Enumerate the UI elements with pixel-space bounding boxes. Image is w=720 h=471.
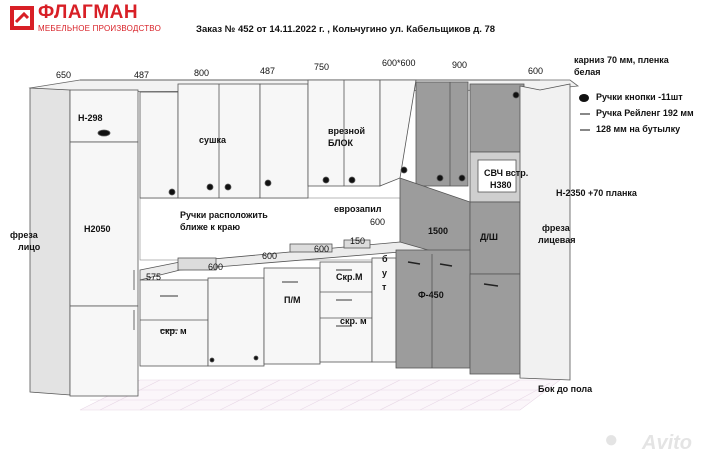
label-freza-face-1: фреза	[10, 230, 38, 240]
avito-watermark: Avito	[642, 432, 692, 454]
label-skr-m-b: скр. м	[160, 326, 187, 336]
legend-rail: Ручка Рейленг 192 мм	[596, 108, 694, 118]
label-freza-front-2: лицевая	[538, 235, 576, 245]
corner-dark-panels	[399, 177, 521, 275]
dim-750: 750	[314, 62, 330, 72]
upper-cabinets	[139, 79, 525, 203]
label-h298: Н-298	[78, 113, 103, 123]
floor-grid	[79, 379, 561, 411]
label-bottle-t: т	[382, 282, 387, 292]
label-side-to-floor: Бок до пола	[538, 384, 593, 394]
label-microwave-1: СВЧ встр.	[484, 168, 529, 178]
dim-600x600: 600*600	[382, 58, 416, 68]
cornice-note: карниз 70 мм, пленка белая	[574, 55, 669, 77]
brand-logo-icon	[10, 6, 34, 30]
label-h2050: Н2050	[84, 224, 111, 234]
label-freza-face-2: лицо	[18, 242, 41, 252]
label-handles-2: ближе к краю	[180, 222, 241, 232]
countertop	[139, 239, 471, 281]
label-freza-front-1: фреза	[542, 223, 570, 233]
label-h2350: Н-2350 +70 планка	[556, 188, 637, 198]
legend-bottle: 128 мм на бутылку	[596, 124, 681, 134]
label-eurozapil: еврозапил	[334, 204, 382, 214]
knob-legend-icon	[579, 94, 589, 102]
label-microwave-2: Н380	[490, 180, 512, 190]
label-bottle-b: б	[382, 254, 388, 264]
label-skr-m-a: Скр.М	[336, 272, 363, 282]
tall-column-left	[29, 87, 139, 397]
brand-name: ФЛАГМАН	[38, 2, 139, 23]
label-dsh: Д/Ш	[480, 232, 498, 242]
dim-600-eurozapil: 600	[370, 217, 386, 227]
label-skr-m-c: скр. м	[340, 316, 367, 326]
label-handles-1: Ручки расположить	[180, 210, 268, 220]
label-built-in-1: врезной	[328, 126, 365, 136]
label-pm: П/М	[284, 295, 301, 305]
label-bottle-u: у	[382, 268, 388, 278]
brand-subtitle: МЕБЕЛЬНОЕ ПРОИЗВОДСТВО	[38, 24, 161, 33]
dim-900: 900	[452, 60, 468, 70]
avito-watermark-icon: ●	[604, 426, 619, 453]
dim-650: 650	[56, 70, 72, 80]
label-drying: сушка	[199, 135, 227, 145]
dim-150: 150	[350, 236, 366, 246]
dim-487-a: 487	[134, 70, 150, 80]
label-built-in-2: БЛОК	[328, 138, 354, 148]
label-f450: Ф-450	[418, 290, 444, 300]
dim-487-b: 487	[260, 66, 276, 76]
dim-600-a: 600	[208, 262, 224, 272]
legend-knob: Ручки кнопки -11шт	[596, 92, 683, 102]
dim-575: 575	[146, 272, 162, 282]
dim-800: 800	[194, 68, 210, 78]
dim-600-c: 600	[314, 244, 330, 254]
dim-1500: 1500	[428, 226, 449, 236]
base-cabinets	[139, 83, 571, 381]
dim-600-b: 600	[262, 251, 278, 261]
order-line: Заказ № 452 от 14.11.2022 г. , Кольчугин…	[196, 24, 496, 35]
dim-600-top: 600	[528, 66, 544, 76]
